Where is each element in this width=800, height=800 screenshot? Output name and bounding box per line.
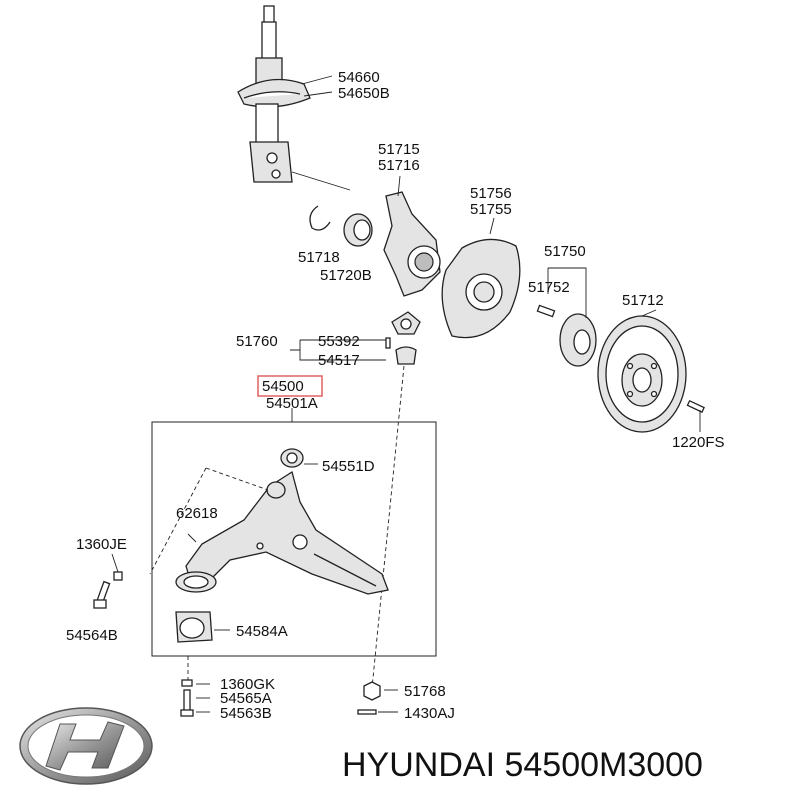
label-51720b[interactable]: 51720B (320, 267, 372, 284)
wheel-hub (536, 267, 597, 367)
label-51768[interactable]: 51768 (404, 683, 446, 700)
label-51752[interactable]: 51752 (528, 279, 570, 296)
label-1360je[interactable]: 1360JE (76, 536, 127, 553)
lower-arm-frame (151, 421, 437, 657)
label-1430aj[interactable]: 1430AJ (404, 705, 455, 722)
dust-cover (441, 217, 521, 339)
label-54563b[interactable]: 54563B (220, 705, 272, 722)
snap-ring (309, 205, 331, 231)
label-51718[interactable]: 51718 (298, 249, 340, 266)
label-54650b[interactable]: 54650B (338, 85, 390, 102)
bolt-54563b (180, 656, 210, 717)
pin-1430aj (357, 709, 398, 715)
part-labels: 54660 54650B 51715 51716 51756 51755 517… (66, 69, 725, 722)
label-51715[interactable]: 51715 (378, 141, 420, 158)
label-54564b[interactable]: 54564B (66, 627, 118, 644)
lower-control-arm (175, 470, 389, 595)
label-54660[interactable]: 54660 (338, 69, 380, 86)
label-51750[interactable]: 51750 (544, 243, 586, 260)
ball-joint (290, 311, 421, 689)
brake-disc (597, 309, 705, 433)
label-54565a[interactable]: 54565A (220, 690, 272, 707)
rear-bushing (175, 611, 230, 643)
label-51755[interactable]: 51755 (470, 201, 512, 218)
label-54551d[interactable]: 54551D (322, 458, 375, 475)
strut-assembly (237, 5, 351, 191)
label-54584a[interactable]: 54584A (236, 623, 288, 640)
knuckle (383, 175, 441, 297)
label-54517[interactable]: 54517 (318, 352, 360, 369)
brand-caption: HYUNDAI 54500M3000 (342, 746, 703, 784)
label-51712[interactable]: 51712 (622, 292, 664, 309)
nut-51768 (363, 681, 398, 701)
label-54501a[interactable]: 54501A (266, 395, 318, 412)
hyundai-logo-icon (19, 707, 153, 785)
label-62618[interactable]: 62618 (176, 505, 218, 522)
label-54500[interactable]: 54500 (262, 378, 304, 395)
label-51716[interactable]: 51716 (378, 157, 420, 174)
label-51760[interactable]: 51760 (236, 333, 278, 350)
highlight-box (257, 375, 323, 397)
front-bushing (280, 448, 318, 468)
bolt-1360je (93, 553, 123, 609)
label-55392[interactable]: 55392 (318, 333, 360, 350)
label-1360gk[interactable]: 1360GK (220, 676, 275, 693)
wheel-bearing (343, 213, 373, 247)
label-51756[interactable]: 51756 (470, 185, 512, 202)
label-1220fs[interactable]: 1220FS (672, 434, 725, 451)
